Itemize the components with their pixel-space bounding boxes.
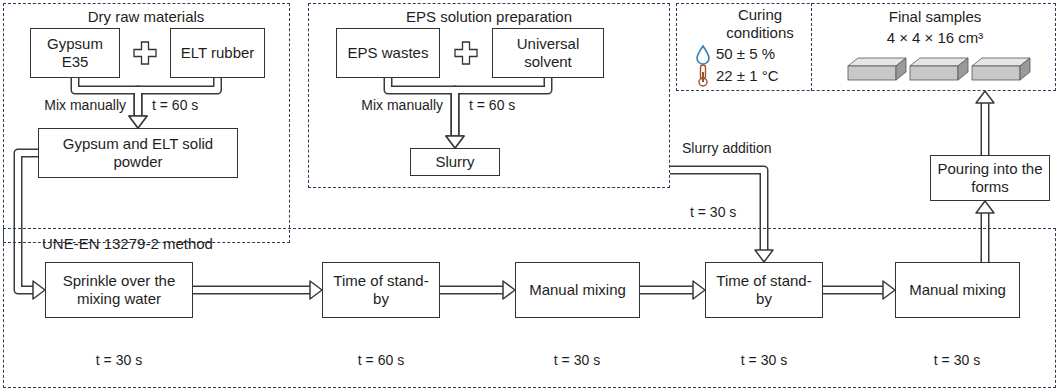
flow-arrow (640, 286, 693, 295)
flow-arrow (883, 281, 895, 299)
box-text: Gypsum and ELT solid powder (45, 135, 231, 171)
flow-arrow (33, 281, 45, 299)
box-text: Time of stand-by (712, 272, 816, 308)
box-text: ELT rubber (181, 44, 255, 62)
flow-arrow (129, 116, 147, 128)
flow-arrow (455, 78, 548, 136)
flow-arrow (670, 170, 764, 250)
plus-symbol (455, 42, 477, 64)
time-label: Mix manually (42, 97, 128, 114)
flow-arrow (446, 136, 464, 148)
flow-arrow (693, 281, 705, 299)
group-title: Final samples (835, 8, 1035, 26)
flow-arrow (976, 91, 994, 103)
flow-arrow (446, 136, 464, 148)
thermometer-icon (699, 65, 707, 86)
flow-arrow (455, 78, 548, 136)
group-region: UNE-EN 13279-2 methodSprinkle over the m… (3, 228, 1056, 388)
group-text: 4 × 4 × 16 cm³ (835, 29, 1035, 47)
flow-arrow (129, 116, 147, 128)
box-text: Pouring into the forms (937, 160, 1043, 196)
box-text: Manual mixing (909, 281, 1006, 299)
group-region: Dry raw materialsGypsum E35 ELT rubberGyp… (3, 3, 290, 243)
process-box: Time of stand-by (322, 262, 440, 318)
group-title: Curing conditions (710, 6, 810, 42)
group-title: UNE-EN 13279-2 method (42, 235, 302, 253)
time-label: t = 60 s (150, 97, 200, 114)
time-label: t = 30 s (94, 352, 144, 369)
process-box: Manual mixing (895, 262, 1020, 318)
process-box: Gypsum and ELT solid powder (38, 128, 238, 178)
flow-arrow (193, 286, 310, 295)
flow-label: Slurry addition (680, 140, 774, 157)
flow-arrow (440, 286, 503, 295)
group-title: Dry raw materials (11, 8, 281, 26)
flow-arrow (823, 286, 883, 295)
group-region: Final samples 4 × 4 × 16 cm³ Curing condit… (676, 3, 1056, 91)
flow-arrow (755, 250, 773, 262)
flow-arrow (193, 287, 310, 293)
flow-arrow (982, 103, 988, 155)
process-box: Manual mixing (515, 262, 640, 318)
drop-icon (697, 46, 709, 64)
flow-arrow (310, 281, 322, 299)
flow-arrow (138, 78, 218, 116)
group-text: 22 ± 1 °C (716, 67, 806, 85)
group-title: EPS solution preparation (319, 8, 659, 26)
box-text: Gypsum E35 (37, 35, 113, 71)
flow-arrow (440, 287, 503, 293)
time-label: t = 30 s (932, 352, 982, 369)
group-region: EPS solution preparationEPS wastes Univer… (308, 3, 670, 188)
group-text: 50 ± 5 % (716, 45, 806, 63)
box-text: Time of stand-by (329, 272, 433, 308)
process-box: Slurry (410, 148, 500, 176)
plus-symbol (134, 42, 156, 64)
flow-arrow (823, 287, 883, 293)
flow-arrow (138, 78, 218, 116)
flow-arrow (503, 281, 515, 299)
material-box: ELT rubber (170, 28, 265, 78)
time-label: t = 30 s (552, 352, 602, 369)
flow-arrow (981, 103, 990, 155)
time-label: t = 60 s (467, 97, 517, 114)
material-box: EPS wastes (336, 28, 440, 78)
time-label: t = 30 s (739, 352, 789, 369)
flow-arrow (640, 287, 693, 293)
flow-arrow (670, 170, 764, 250)
process-box: Pouring into the forms (930, 155, 1050, 201)
process-box: Sprinkle over the mixing water (45, 262, 193, 318)
curing-panel: Curing conditions 50 ± 5 % 22 ± 1 °C (676, 3, 812, 91)
time-label: t = 30 s (688, 204, 738, 221)
flow-arrow (18, 153, 38, 290)
box-text: Manual mixing (529, 281, 626, 299)
time-label: t = 60 s (356, 352, 406, 369)
box-text: Sprinkle over the mixing water (52, 272, 186, 308)
process-box: Time of stand-by (705, 262, 823, 318)
material-box: Universal solvent (492, 28, 604, 78)
box-text: Universal solvent (499, 35, 597, 71)
flow-arrow (976, 201, 994, 213)
time-label: Mix manually (359, 97, 445, 114)
flow-arrow (18, 153, 38, 290)
sample-prisms (848, 58, 1030, 80)
box-text: EPS wastes (348, 44, 429, 62)
box-text: Slurry (435, 153, 474, 171)
material-box: Gypsum E35 (30, 28, 120, 78)
flow-arrow (981, 213, 990, 262)
flow-arrow (982, 213, 988, 262)
